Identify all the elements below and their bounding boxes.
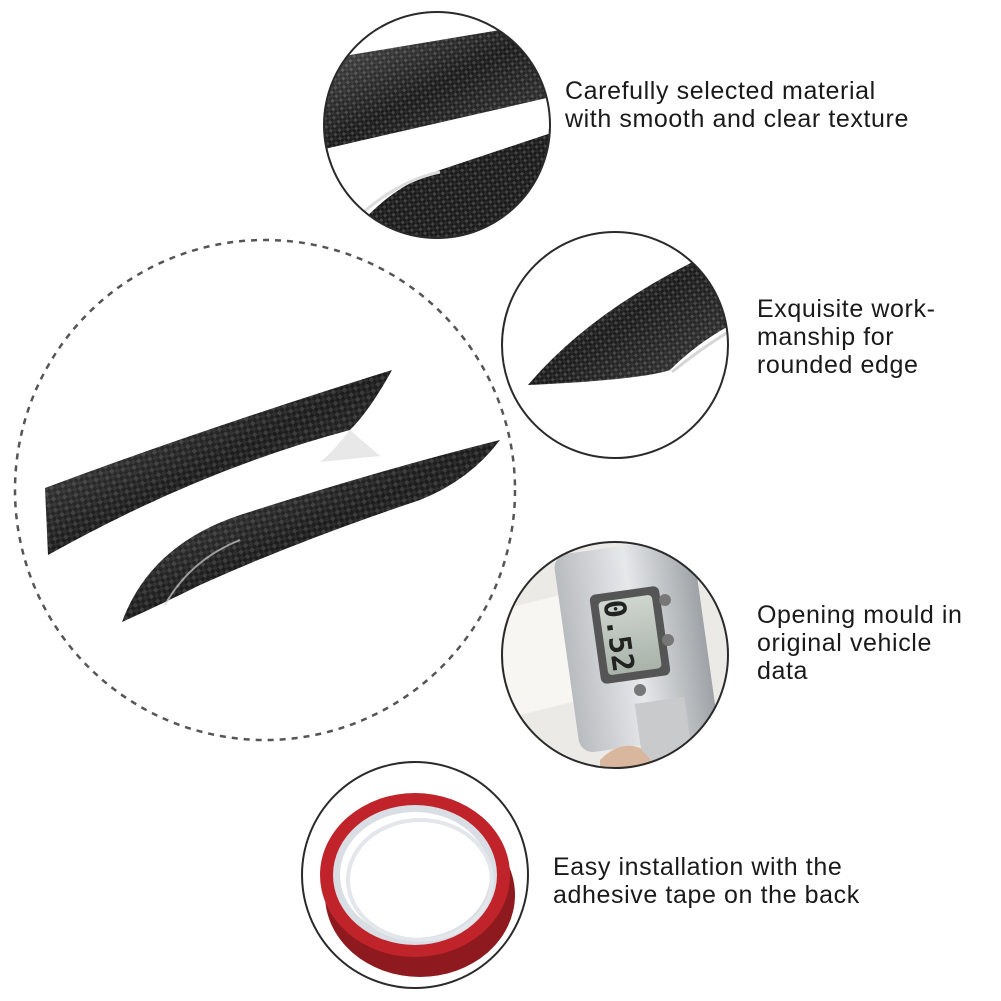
- feature-caption-mould: Opening mould in original vehicle data: [757, 601, 963, 685]
- product-dashed-circle: [13, 238, 517, 742]
- caption-line: Easy installation with the: [553, 853, 843, 881]
- feature-caption-workmanship: Exquisite work- manship for rounded edge: [757, 295, 936, 379]
- feature-caption-material: Carefully selected material with smooth …: [565, 77, 909, 133]
- caption-line: Exquisite work-: [757, 295, 936, 323]
- material-closeup-circle: [323, 11, 551, 239]
- carbon-fiber-eyebrow-trims-icon: [45, 370, 500, 622]
- workmanship-closeup-circle: [501, 231, 729, 459]
- caption-line: original vehicle: [757, 629, 932, 657]
- caption-line: adhesive tape on the back: [553, 881, 860, 909]
- caption-line: Carefully selected material: [565, 77, 876, 105]
- caption-line: with smooth and clear texture: [565, 105, 909, 133]
- installation-closeup-circle: [301, 761, 529, 989]
- caption-line: rounded edge: [757, 351, 919, 379]
- caption-line: data: [757, 657, 809, 685]
- feature-caption-installation: Easy installation with the adhesive tape…: [553, 853, 860, 909]
- caption-line: Opening mould in: [757, 601, 963, 629]
- mould-closeup-circle: [501, 541, 729, 769]
- caption-line: manship for: [757, 323, 895, 351]
